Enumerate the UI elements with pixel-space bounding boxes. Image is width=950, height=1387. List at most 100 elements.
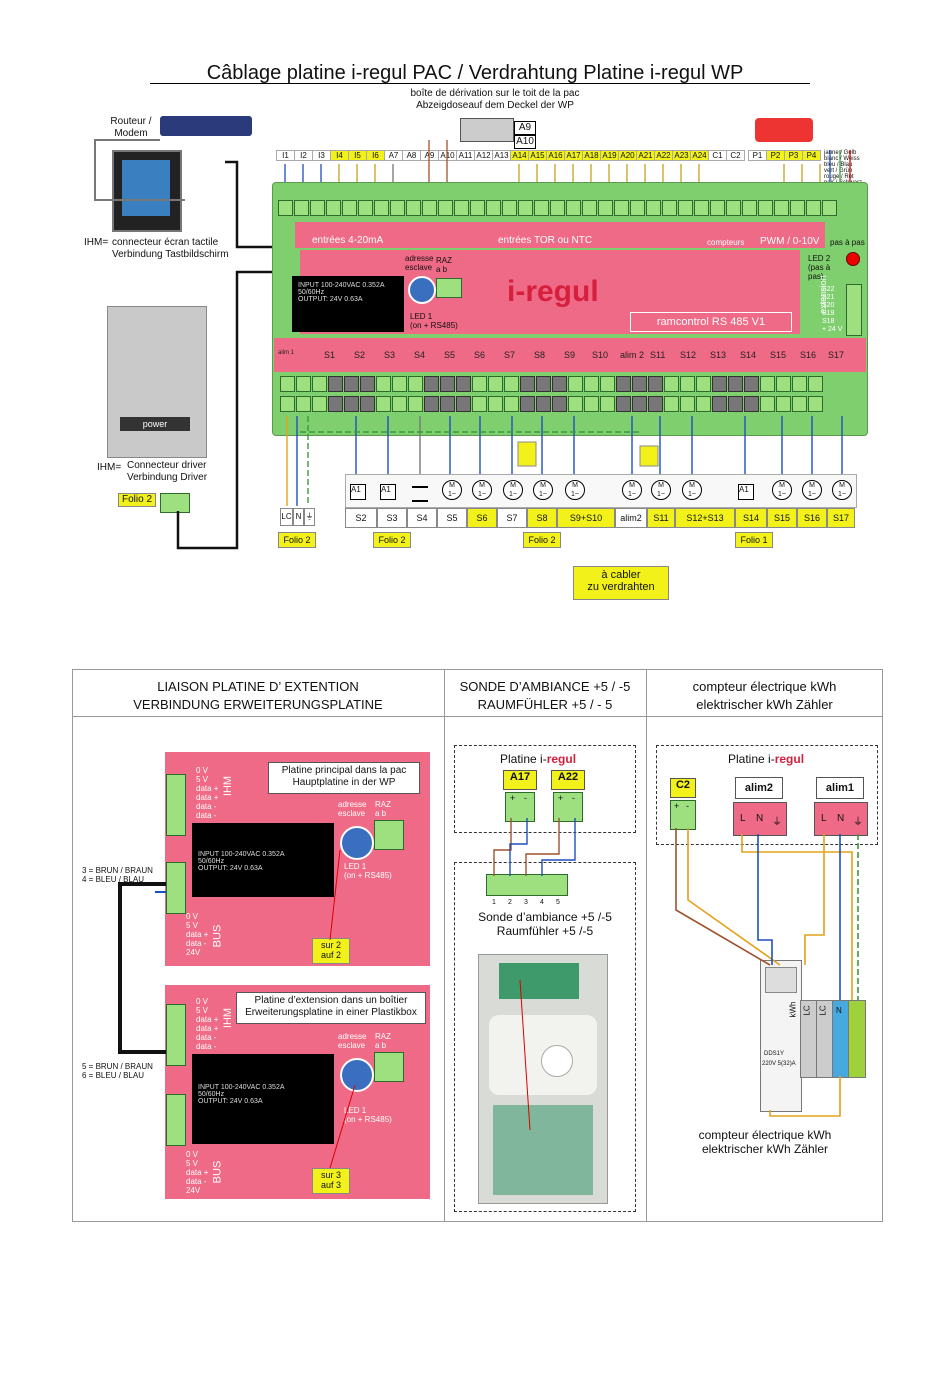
c2-box: C2 (670, 778, 696, 798)
label-S3: S3 (377, 508, 407, 528)
output-S11: S11 (650, 350, 666, 360)
device-row (345, 474, 857, 508)
alim1-box: alim1 (816, 777, 864, 799)
main-ihm-connector (166, 774, 186, 836)
ext-raz-connector[interactable] (374, 1052, 404, 1082)
label-S15: S15 (767, 508, 797, 528)
led2-indicator (846, 252, 860, 266)
derivation-box (460, 118, 514, 142)
address-dial[interactable] (408, 276, 436, 304)
output-alim2: alim 2 (620, 350, 645, 360)
model-label: ramcontrol RS 485 V1 (630, 312, 792, 332)
section-pwm: PWM / 0-10V (760, 236, 820, 247)
relay-S14: A1 (738, 484, 754, 500)
a17-box: A17 (503, 770, 537, 790)
main-address-dial[interactable] (340, 826, 374, 860)
driver-connector (160, 493, 190, 513)
meter-platine-box (656, 745, 878, 845)
a9-label: A9 (514, 121, 536, 135)
capacitor-S4 (412, 486, 428, 502)
raz-connector[interactable] (436, 278, 462, 298)
ihm-prefix-1: IHM= (84, 237, 109, 248)
output-S7: S7 (504, 350, 516, 360)
page-title: Câblage platine i-regul PAC / Verdrahtun… (206, 62, 744, 84)
i-regul-logo: i-regul (507, 275, 599, 308)
output-S16: S16 (800, 350, 817, 360)
derivation-box-label: boîte de dérivation sur le toit de la pa… (410, 88, 580, 111)
a22-connector: +- (553, 792, 583, 822)
sensor-photo (478, 954, 608, 1204)
sensor-platine-title: Platine i-regul (500, 752, 577, 766)
a10-label: A10 (514, 135, 536, 149)
folio-label-3: Folio 2 (523, 532, 561, 548)
relay-S2: A1 (350, 484, 366, 500)
output-terminal-strip (280, 376, 850, 414)
c2-connector: +- (670, 800, 696, 830)
input-section-band (295, 222, 825, 248)
output-S15: S15 (770, 350, 787, 360)
meter-platine-title: Platine i-regul (728, 752, 805, 766)
section-tor: entrées TOR ou NTC (498, 235, 593, 246)
a17-connector: +- (505, 792, 535, 822)
output-S1: S1 (324, 350, 336, 360)
sensor-box (454, 862, 636, 1212)
label-S9-S10: S9+S10 (557, 508, 615, 528)
terminal-C2: C2 (726, 150, 745, 161)
main-led1-label: LED 1(on + RS485) (344, 862, 392, 880)
output-S2: S2 (354, 350, 366, 360)
output-labels: alim 1 S1 S2 S3 S4 S5 S6 S7 S8 S9 S10 al… (276, 350, 844, 364)
ext-address-dial[interactable] (340, 1058, 374, 1092)
ext-bus-connector (166, 1094, 186, 1146)
output-S12: S12 (680, 350, 697, 360)
table-col-divider-2 (646, 669, 647, 1222)
table-col-divider-1 (444, 669, 445, 1222)
ihm-prefix-2: IHM= (97, 462, 122, 473)
output-S9: S9 (564, 350, 576, 360)
label-S6: S6 (467, 508, 497, 528)
label-LC: LC (280, 508, 293, 526)
main-bus-connector (166, 862, 186, 914)
output-wires (286, 416, 843, 506)
main-raz-connector[interactable] (374, 820, 404, 850)
label-PE: ⏚ (304, 508, 315, 526)
detail-table (72, 669, 883, 1222)
top-terminal-labels: I1 I2 I3 I4 I5 I6 A7 A8 A9 A10 A11 A12 A… (276, 150, 826, 164)
led2-label: LED 2(pas à pas) (808, 254, 831, 281)
title-underline (150, 83, 810, 84)
alim2-box: alim2 (735, 777, 783, 799)
table-header-divider (72, 716, 883, 717)
top-terminal-strip (278, 200, 862, 218)
output-S17: S17 (828, 350, 845, 360)
output-S6: S6 (474, 350, 486, 360)
label-S5: S5 (437, 508, 467, 528)
router-image (160, 116, 252, 136)
driver-image: power (107, 306, 207, 458)
label-N: N (293, 508, 304, 526)
